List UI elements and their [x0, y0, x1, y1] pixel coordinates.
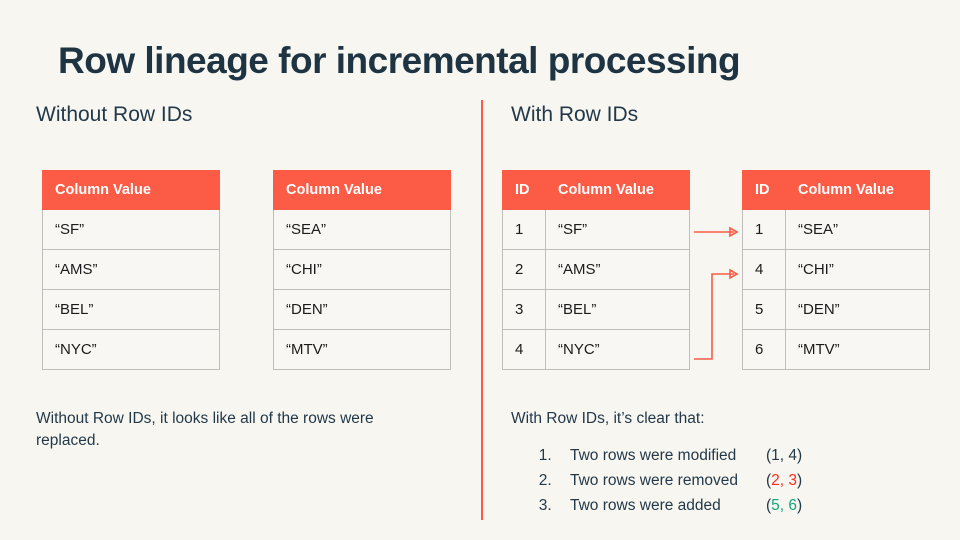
cell-value: “CHI”: [785, 249, 930, 290]
table-row: “BEL”: [42, 289, 220, 330]
right-panel-heading: With Row IDs: [511, 103, 639, 126]
table-left-before: Column Value “SF” “AMS” “BEL” “NYC”: [42, 170, 220, 370]
table-left-after: Column Value “SEA” “CHI” “DEN” “MTV”: [273, 170, 451, 370]
cell-value: “SEA”: [785, 209, 930, 250]
table-header-row: Column Value: [42, 170, 220, 210]
table-header-row: ID Column Value: [742, 170, 930, 210]
column-header-id: ID: [502, 170, 546, 210]
table-row: 1 “SEA”: [742, 209, 930, 250]
table-row: “DEN”: [273, 289, 451, 330]
cell-value: “MTV”: [785, 329, 930, 370]
table-row: 4 “CHI”: [742, 249, 930, 290]
cell-id: 3: [502, 289, 546, 330]
cell-value: “AMS”: [42, 249, 220, 290]
findings-list: Two rows were modified (1, 4) Two rows we…: [528, 443, 802, 518]
cell-id: 5: [742, 289, 786, 330]
cell-value: “BEL”: [42, 289, 220, 330]
table-row: “MTV”: [273, 329, 451, 370]
column-header-value: Column Value: [545, 170, 690, 210]
table-row: 6 “MTV”: [742, 329, 930, 370]
column-header-id: ID: [742, 170, 786, 210]
finding-ids-open: (: [766, 497, 772, 515]
cell-id: 6: [742, 329, 786, 370]
table-row: 4 “NYC”: [502, 329, 690, 370]
table-row: 1 “SF”: [502, 209, 690, 250]
left-panel-caption: Without Row IDs, it looks like all of th…: [36, 410, 374, 450]
arrow-row4-elbow: [694, 273, 734, 360]
table-row: “NYC”: [42, 329, 220, 370]
cell-value: “CHI”: [273, 249, 451, 290]
cell-value: “SF”: [545, 209, 690, 250]
cell-value: “NYC”: [545, 329, 690, 370]
table-row: “CHI”: [273, 249, 451, 290]
table-row: “AMS”: [42, 249, 220, 290]
finding-ids-open: (: [766, 447, 772, 464]
column-header-value: Column Value: [42, 170, 220, 210]
table-header-row: ID Column Value: [502, 170, 690, 210]
right-panel-caption: With Row IDs, it’s clear that:: [511, 410, 705, 427]
list-item: Two rows were modified (1, 4): [556, 443, 802, 468]
list-item: Two rows were removed (2, 3): [556, 468, 802, 493]
cell-id: 4: [502, 329, 546, 370]
finding-ids-open: (: [766, 472, 772, 490]
finding-text: Two rows were removed: [570, 472, 738, 490]
table-right-before: ID Column Value 1 “SF” 2 “AMS” 3 “BEL” 4…: [502, 170, 690, 370]
cell-id: 1: [502, 209, 546, 250]
list-item: Two rows were added (5, 6): [556, 493, 802, 518]
table-row: “SEA”: [273, 209, 451, 250]
cell-id: 1: [742, 209, 786, 250]
cell-value: “AMS”: [545, 249, 690, 290]
cell-value: “MTV”: [273, 329, 451, 370]
lineage-arrows: [690, 170, 746, 380]
vertical-divider: [481, 100, 483, 520]
arrow-head-top: [729, 226, 739, 238]
cell-value: “BEL”: [545, 289, 690, 330]
cell-value: “DEN”: [273, 289, 451, 330]
finding-ids: 2, 3: [771, 472, 798, 490]
finding-ids: 5, 6: [771, 497, 798, 515]
cell-id: 4: [742, 249, 786, 290]
cell-value: “DEN”: [785, 289, 930, 330]
finding-text: Two rows were added: [570, 497, 721, 515]
page-title: Row lineage for incremental processing: [58, 40, 741, 81]
table-row: 3 “BEL”: [502, 289, 690, 330]
table-row: 2 “AMS”: [502, 249, 690, 290]
cell-id: 2: [502, 249, 546, 290]
table-row: “SF”: [42, 209, 220, 250]
cell-value: “SEA”: [273, 209, 451, 250]
column-header-value: Column Value: [785, 170, 930, 210]
left-panel-heading: Without Row IDs: [36, 103, 193, 126]
finding-text: Two rows were modified: [570, 447, 737, 464]
table-header-row: Column Value: [273, 170, 451, 210]
column-header-value: Column Value: [273, 170, 451, 210]
table-right-after: ID Column Value 1 “SEA” 4 “CHI” 5 “DEN” …: [742, 170, 930, 370]
finding-ids-close: ): [797, 472, 803, 490]
arrow-head-bottom: [729, 268, 739, 280]
finding-ids-close: ): [797, 447, 803, 464]
table-row: 5 “DEN”: [742, 289, 930, 330]
cell-value: “NYC”: [42, 329, 220, 370]
cell-value: “SF”: [42, 209, 220, 250]
finding-ids: 1, 4: [771, 447, 798, 464]
finding-ids-close: ): [797, 497, 803, 515]
